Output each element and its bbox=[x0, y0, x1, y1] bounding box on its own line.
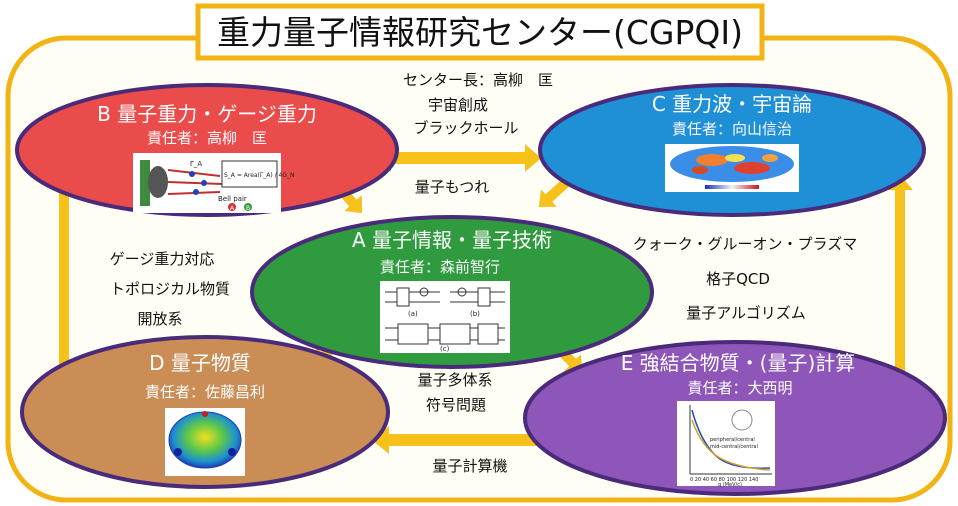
label-qgp: クォーク・グルーオン・プラズマ bbox=[633, 235, 857, 253]
node-b-bell-pair: Bell pair bbox=[218, 195, 247, 203]
label-sign-problem: 符号問題 bbox=[426, 396, 486, 414]
node-e-title: E 強結合物質・(量子)計算 bbox=[621, 351, 856, 375]
circuit-label-c: (c) bbox=[440, 345, 450, 353]
correlation-plot-image: peripheral/central mid-central/central 0… bbox=[677, 401, 775, 488]
fermi-surface-image bbox=[165, 408, 245, 476]
node-c-title: C 重力波・宇宙論 bbox=[652, 92, 812, 116]
node-b-formula: S_A = Area(Γ_A) / 4G_N bbox=[224, 172, 294, 179]
node-b-gamma: Γ_A bbox=[190, 160, 202, 168]
node-e-strong-coupling[interactable]: E 強結合物質・(量子)計算 責任者：大西明 peripheral/centra… bbox=[523, 340, 947, 496]
node-a-title: A 量子情報・量子技術 bbox=[352, 228, 552, 252]
node-b-lead: 責任者：高柳 匡 bbox=[147, 129, 267, 147]
label-gauge-gravity: ゲージ重力対応 bbox=[110, 250, 215, 268]
director-label: センター長：高柳 匡 bbox=[403, 71, 553, 89]
page-title: 重力量子情報研究センター(CGPQI) bbox=[217, 13, 743, 52]
label-quantum-algorithm: 量子アルゴリズム bbox=[686, 304, 806, 322]
node-b-label-b: B bbox=[246, 205, 250, 212]
quantum-circuit-image: (a) (b) (c) bbox=[380, 281, 510, 353]
plot-x-ticks: 0 20 40 60 80 100 120 140 bbox=[690, 477, 758, 483]
plot-x-label: q (MeV/c) bbox=[718, 482, 742, 488]
plot-legend-1: peripheral/central bbox=[710, 437, 755, 443]
node-b-title: B 量子重力・ゲージ重力 bbox=[97, 102, 317, 126]
label-open-system: 開放系 bbox=[137, 310, 182, 328]
node-c-gravitational-waves[interactable]: C 重力波・宇宙論 責任者：向山信治 bbox=[538, 83, 926, 217]
node-d-title: D 量子物質 bbox=[149, 351, 251, 375]
node-a-quantum-info[interactable]: A 量子情報・量子技術 責任者：森前智行 (a) (b) (c) bbox=[250, 215, 654, 369]
node-c-lead: 責任者：向山信治 bbox=[672, 120, 792, 138]
node-d-quantum-matter[interactable]: D 量子物質 責任者：佐藤昌利 bbox=[20, 335, 390, 489]
label-cosmogenesis: 宇宙創成 bbox=[428, 96, 488, 114]
label-black-hole: ブラックホール bbox=[413, 119, 518, 137]
circuit-label-a: (a) bbox=[408, 310, 418, 318]
node-a-lead: 責任者：森前智行 bbox=[380, 258, 500, 276]
circuit-label-b: (b) bbox=[470, 310, 480, 318]
label-topological: トポロジカル物質 bbox=[110, 280, 230, 298]
cmb-map-image bbox=[665, 144, 799, 192]
node-b-quantum-gravity[interactable]: B 量子重力・ゲージ重力 責任者：高柳 匡 Γ_A Bell pair S_A … bbox=[15, 83, 399, 217]
node-b-label-a: A bbox=[230, 205, 235, 212]
label-entanglement: 量子もつれ bbox=[415, 178, 489, 196]
node-e-lead: 責任者：大西明 bbox=[687, 379, 792, 397]
label-many-body: 量子多体系 bbox=[417, 371, 492, 389]
node-d-lead: 責任者：佐藤昌利 bbox=[145, 383, 265, 401]
label-quantum-computer: 量子計算機 bbox=[432, 457, 507, 475]
title-box bbox=[195, 3, 765, 61]
plot-legend-2: mid-central/central bbox=[710, 444, 758, 450]
node-b-figure: Γ_A Bell pair S_A = Area(Γ_A) / 4G_N A B bbox=[133, 153, 294, 213]
label-lattice-qcd: 格子QCD bbox=[706, 270, 770, 288]
